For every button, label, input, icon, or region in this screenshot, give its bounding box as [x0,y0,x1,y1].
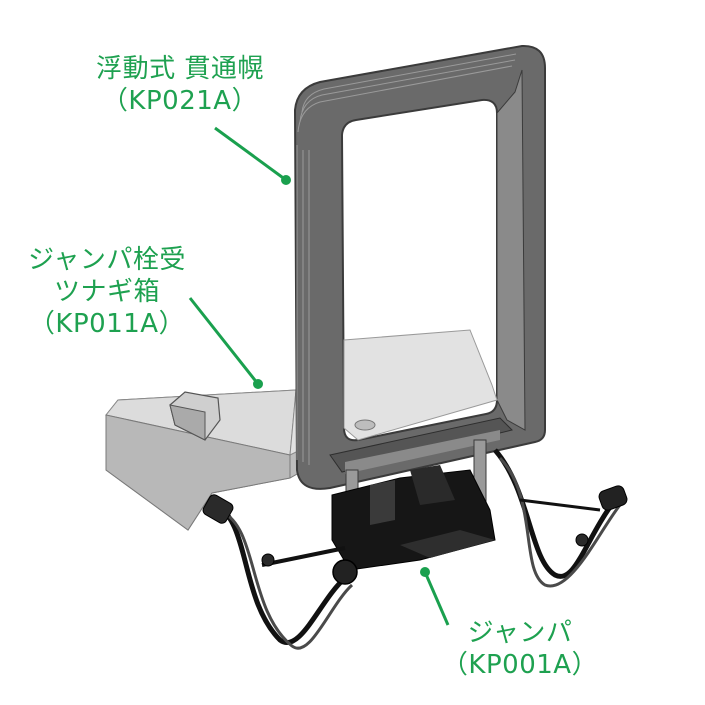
canopy-label-code: （KP021A） [101,86,259,116]
jumper-leader-dot [420,567,430,577]
jumper-leader-line [423,571,450,626]
receiver-label-subname: ツナギ箱 [53,277,160,307]
receiver-label: ジャンパ栓受 ツナギ箱 （KP011A） [12,244,202,340]
jumper-connector [202,448,628,650]
jumper-label: ジャンパ （KP001A） [415,617,625,681]
receiver-label-code: （KP011A） [28,309,186,339]
jumper-label-code: （KP001A） [441,650,599,680]
canopy-label: 浮動式 貫通幌 （KP021A） [70,53,290,117]
canopy-leader-dot [281,175,291,185]
receiver-leader-line [188,297,260,385]
canopy-leader-line [214,126,287,182]
canopy-label-name: 浮動式 貫通幌 [96,54,264,84]
leader-lines [188,126,450,626]
jumper-label-name: ジャンパ [467,618,573,648]
floating-canopy [293,44,546,561]
receiver-leader-dot [253,379,263,389]
receiver-label-name: ジャンパ栓受 [28,245,186,275]
